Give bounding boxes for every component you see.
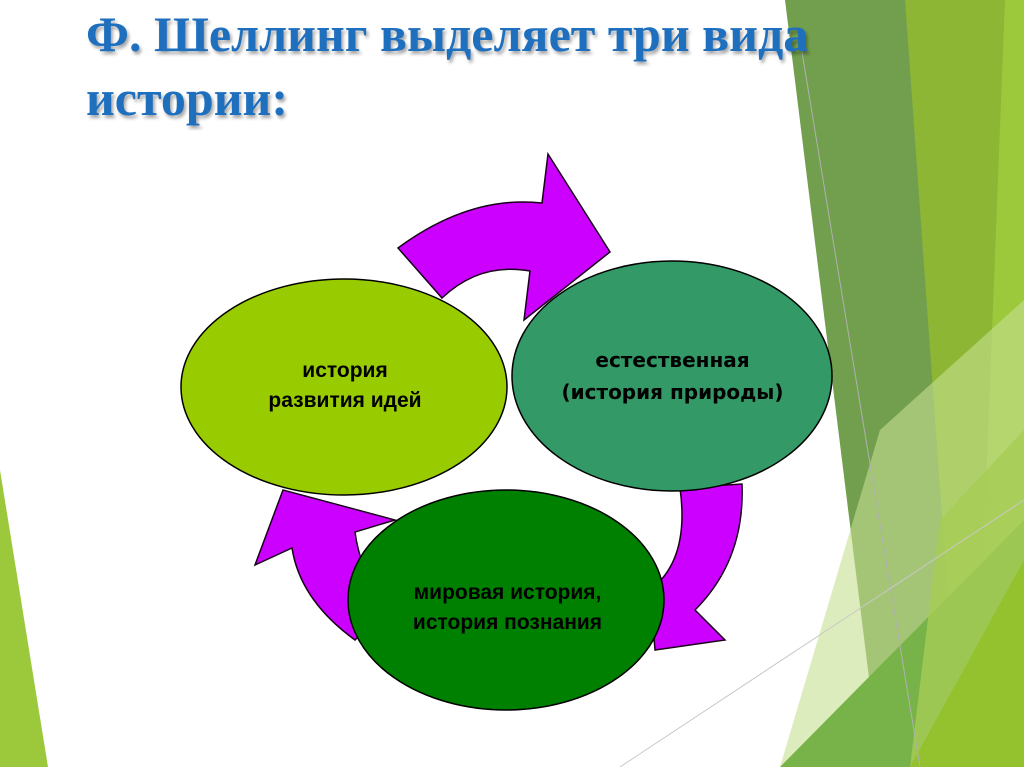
node-world-label: мировая история, история познания <box>412 581 603 634</box>
title-line-1: Ф. Шеллинг выделяет три вида <box>86 6 809 62</box>
node-nature-label: естественная (история природы) <box>561 348 784 404</box>
node-nature-shape <box>511 260 833 492</box>
arrow-nature-to-world-icon <box>649 483 743 651</box>
slide-title: Ф. Шеллинг выделяет три вида истории: <box>86 2 846 130</box>
arrow-ideas-to-nature-icon <box>396 151 611 322</box>
node-world-shape <box>347 489 665 711</box>
title-line-2: истории: <box>86 70 288 126</box>
node-ideas-label: история развития идей <box>268 359 422 412</box>
node-ideas-shape <box>180 278 508 496</box>
